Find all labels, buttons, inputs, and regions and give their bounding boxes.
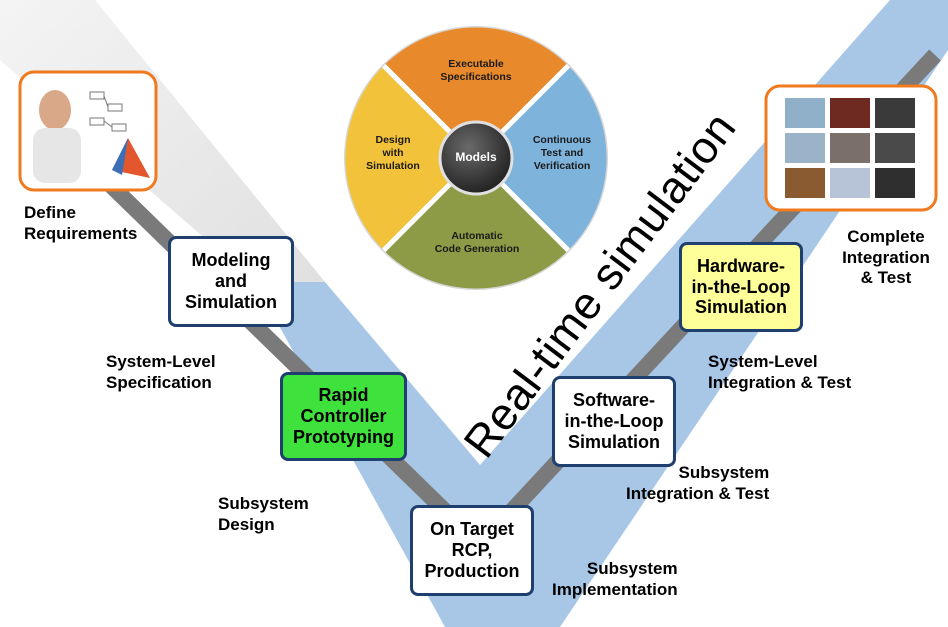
integration-image-grid <box>764 84 938 212</box>
wheel-label-codegen: Automatic Code Generation <box>434 230 520 256</box>
wheel-segment-executable <box>383 27 569 158</box>
wheel-core <box>438 120 514 196</box>
phase-system-level-integration-test: System-Level Integration & Test <box>708 352 852 392</box>
on-target-rcp-box: On Target RCP, Production <box>410 505 534 596</box>
wheel-segment-codegen <box>383 158 569 289</box>
wheel-label-verification: Continuous Test and Verification <box>532 134 592 173</box>
phase-subsystem-integration-test: Subsystem Integration & Test <box>626 463 770 503</box>
phase-system-level-specification: System-Level Specification <box>106 352 216 392</box>
requirements-image <box>18 70 158 192</box>
phase-complete-integration-test: Complete Integration & Test <box>842 227 930 288</box>
phase-subsystem-implementation: Subsystem Implementation <box>552 559 678 599</box>
process-wheel <box>344 26 608 290</box>
wheel-label-executable: Executable Specifications <box>440 58 512 84</box>
phase-define-requirements: Define Requirements <box>24 203 138 243</box>
phase-subsystem-design: Subsystem Design <box>218 494 309 534</box>
modeling-simulation-box: Modeling and Simulation <box>168 236 294 327</box>
software-in-the-loop-box: Software- in-the-Loop Simulation <box>552 376 676 467</box>
wheel-segment-verification <box>476 65 607 251</box>
wheel-label-design: Design with Simulation <box>366 134 420 173</box>
wheel-segment-design <box>345 65 476 251</box>
wheel-center-label: Models <box>455 150 497 164</box>
rapid-controller-prototyping-box: Rapid Controller Prototyping <box>280 372 407 461</box>
hardware-in-the-loop-box: Hardware- in-the-Loop Simulation <box>679 242 803 332</box>
